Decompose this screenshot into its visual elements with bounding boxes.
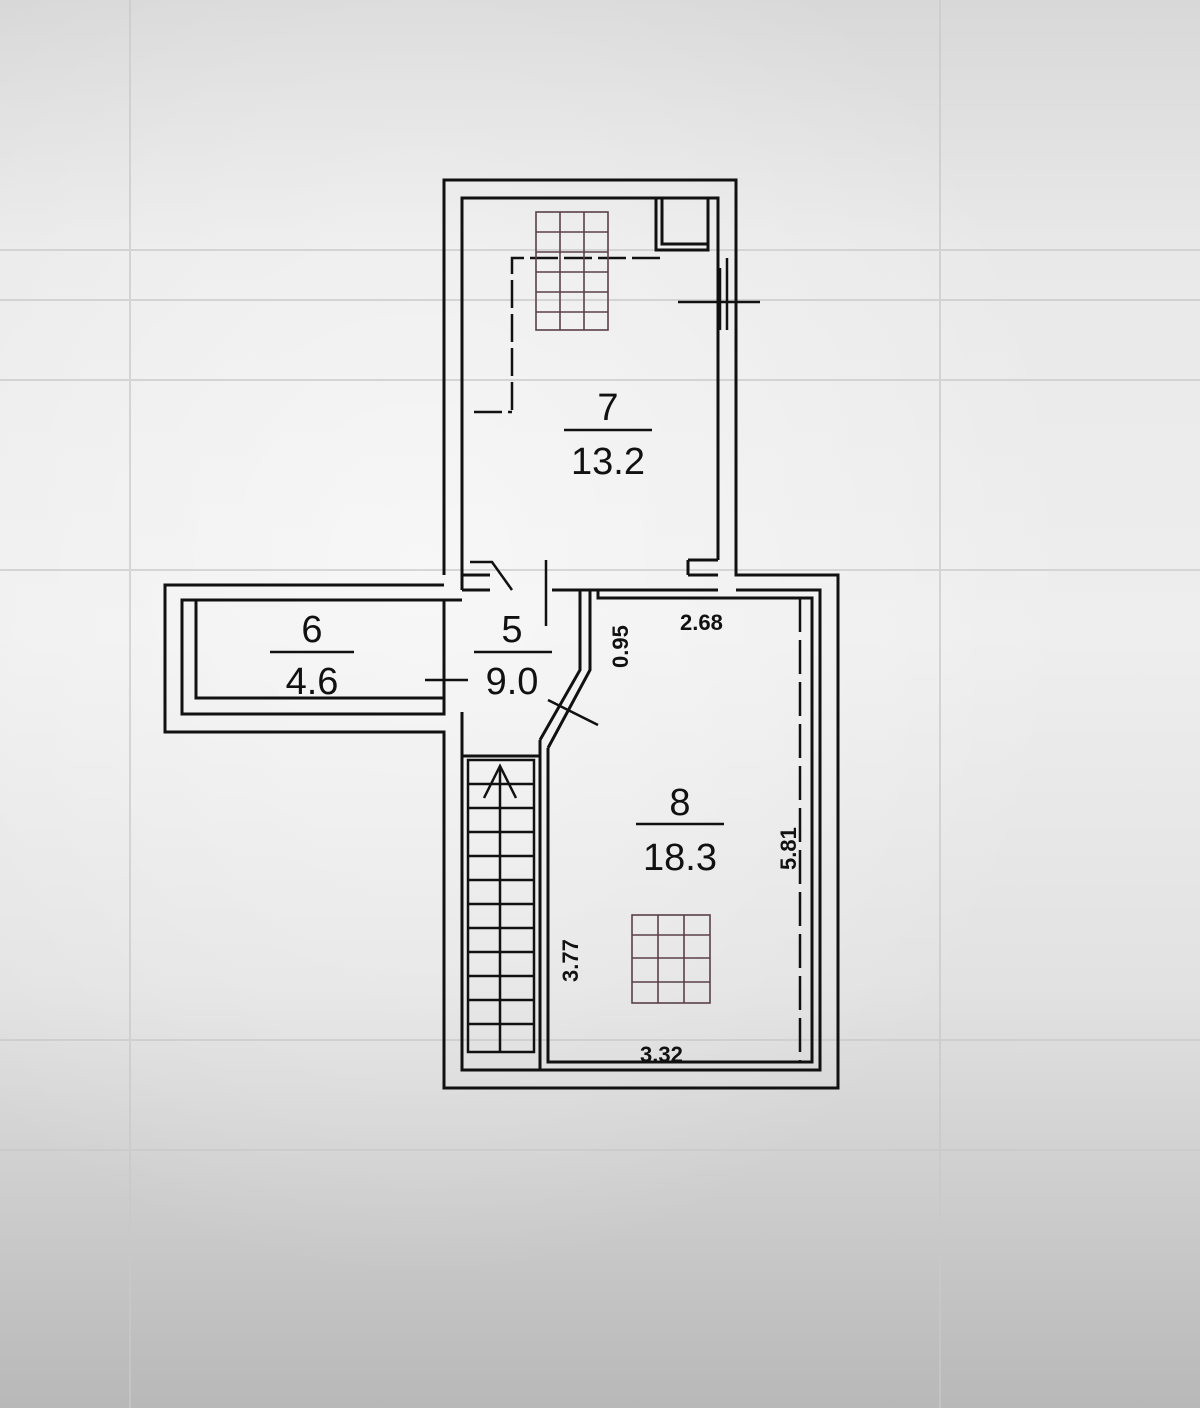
room-area: 9.0	[486, 661, 539, 703]
room-7-label: 7 13.2	[564, 387, 652, 483]
room-6-label: 6 4.6	[270, 609, 354, 703]
dimension-label: 2.68	[680, 610, 723, 635]
dimension-label: 3.77	[558, 939, 583, 982]
room-number: 6	[301, 609, 322, 651]
room-8-label: 8 18.3	[636, 782, 724, 879]
room-area: 13.2	[571, 441, 645, 483]
room-area: 18.3	[643, 837, 717, 879]
stove-icon	[535, 211, 609, 331]
staircase	[466, 758, 536, 1054]
window-mark	[678, 258, 760, 330]
room-number: 8	[669, 782, 690, 824]
room-area: 4.6	[286, 661, 339, 703]
table-icon	[631, 914, 711, 1004]
kitchen-outline	[474, 256, 660, 414]
partitions	[444, 558, 814, 1070]
room-number: 5	[501, 609, 522, 651]
dimension-label: 0.95	[608, 625, 633, 668]
room-5-label: 5 9.0	[474, 609, 552, 703]
dimension-label: 3.32	[640, 1042, 683, 1067]
fridge-box	[654, 196, 710, 252]
room-number: 7	[597, 387, 618, 429]
door-swing	[425, 560, 599, 727]
dimension-label: 5.81	[776, 827, 801, 870]
